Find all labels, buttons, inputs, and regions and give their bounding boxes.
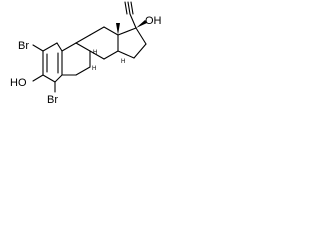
h-label-9: H: [93, 50, 97, 56]
methyl-wedge: [116, 23, 120, 35]
br-top-bond: [32, 44, 44, 52]
h-label-14: H: [121, 59, 125, 65]
oh-label: OH: [145, 15, 161, 27]
molecule-structure: Br HO Br OH H H H: [10, 1, 161, 106]
structure-canvas: Br HO Br OH H H H: [0, 0, 161, 131]
ho-bond: [32, 74, 44, 82]
ring-a: [42, 42, 63, 83]
ring-c: [75, 26, 119, 60]
h-label-8: H: [92, 66, 96, 72]
br-bottom-label: Br: [47, 94, 58, 106]
oh-wedge: [136, 20, 147, 28]
ho-label: HO: [10, 77, 27, 89]
ring-d: [117, 27, 147, 59]
br-top-label: Br: [18, 40, 29, 52]
ring-b: [61, 42, 91, 76]
ethynyl-group: [124, 1, 137, 29]
